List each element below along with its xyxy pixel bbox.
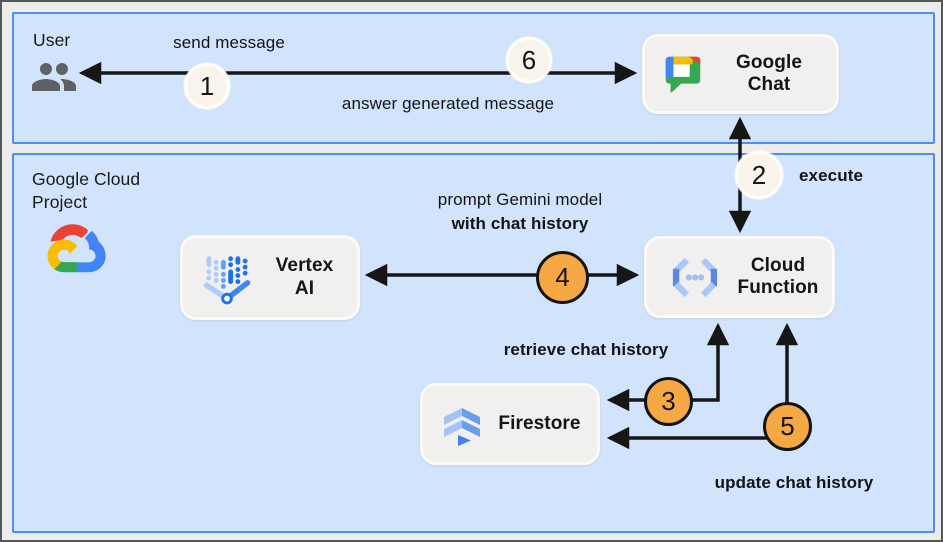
google-chat-label: Google Chat — [735, 51, 803, 95]
step-badge-4: 4 — [536, 251, 589, 304]
prompt-gemini-label-line1: prompt Gemini model — [437, 190, 603, 209]
gcp-lane-label: Google Cloud Project — [32, 169, 141, 213]
firestore-label: Firestore — [498, 412, 581, 434]
vertex-ai-label: Vertex AI — [275, 255, 334, 299]
step-badge-6: 6 — [506, 37, 552, 83]
google-cloud-logo — [43, 223, 107, 280]
cloud-function-label: Cloud Function — [737, 254, 819, 298]
vertex-ai-icon — [198, 249, 256, 307]
user-lane-label: User — [33, 30, 71, 50]
step-badge-3: 3 — [644, 377, 693, 426]
send-message-label: send message — [173, 33, 285, 52]
google-chat-node: Google Chat — [642, 34, 839, 114]
step-badge-2: 2 — [735, 151, 783, 199]
execute-label: execute — [799, 166, 864, 185]
answer-generated-message-label: answer generated message — [341, 94, 555, 113]
google-chat-icon — [660, 51, 706, 97]
people-icon — [29, 53, 79, 106]
prompt-gemini-label-line2: with chat history — [451, 214, 589, 233]
update-chat-history-label: update chat history — [714, 473, 874, 492]
vertex-ai-node: Vertex AI — [180, 235, 360, 320]
cloud-functions-icon — [662, 255, 728, 300]
cloud-function-node: Cloud Function — [644, 236, 835, 318]
retrieve-chat-history-label: retrieve chat history — [503, 340, 669, 359]
firestore-node: Firestore — [420, 383, 600, 465]
firestore-icon — [438, 400, 486, 448]
step-badge-1: 1 — [184, 63, 230, 109]
step-badge-5: 5 — [763, 402, 812, 451]
